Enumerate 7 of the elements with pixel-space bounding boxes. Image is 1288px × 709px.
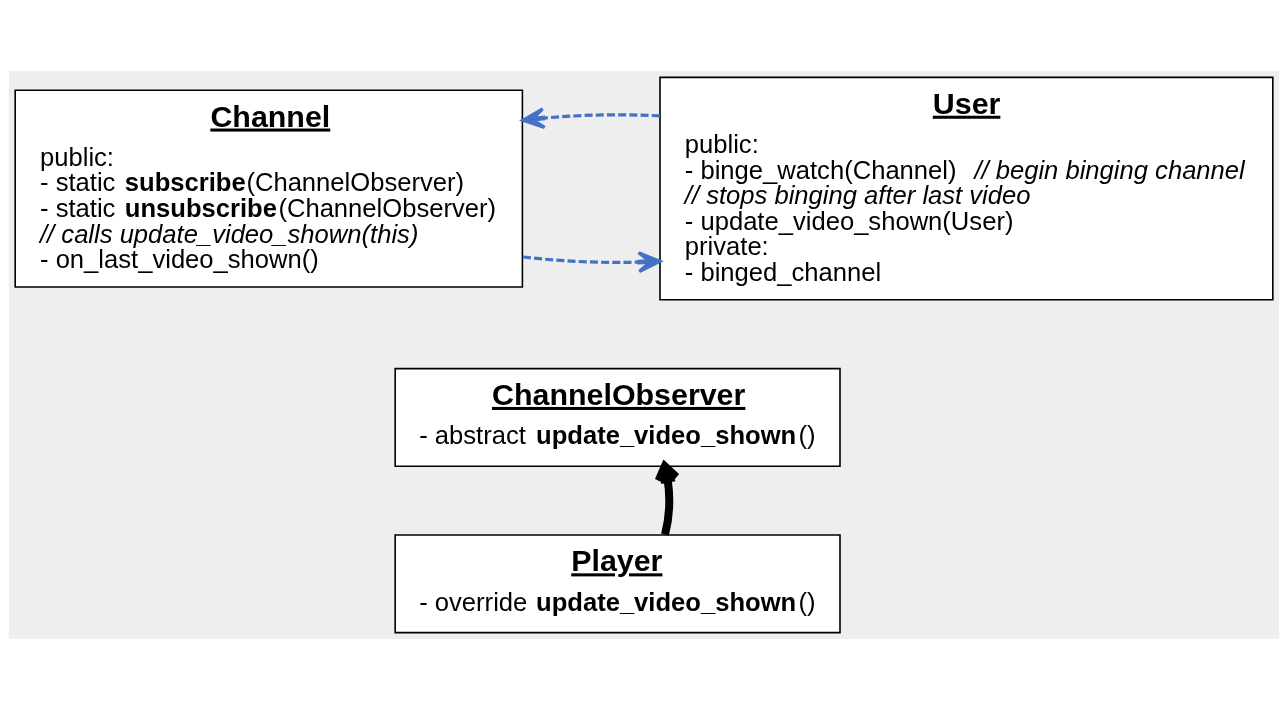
- arrow: [654, 461, 681, 535]
- node-box: Player - override update_video_shown(): [394, 533, 841, 633]
- node-box: User public: - binge_watch(Channel) // begin binging channel // stops binging after last video - update_video_shown(User) private: - binged_channel: [659, 76, 1274, 301]
- node-box: ChannelObserver - abstract update_video_shown(): [394, 367, 841, 467]
- node-box: Channel public: - static subscribe(ChannelObserver) - static unsubscribe(ChannelObserver) // calls update_video_shown(this) - on_last_video_shown(): [14, 88, 524, 288]
- arrow: [522, 250, 662, 273]
- arrow: [521, 106, 660, 129]
